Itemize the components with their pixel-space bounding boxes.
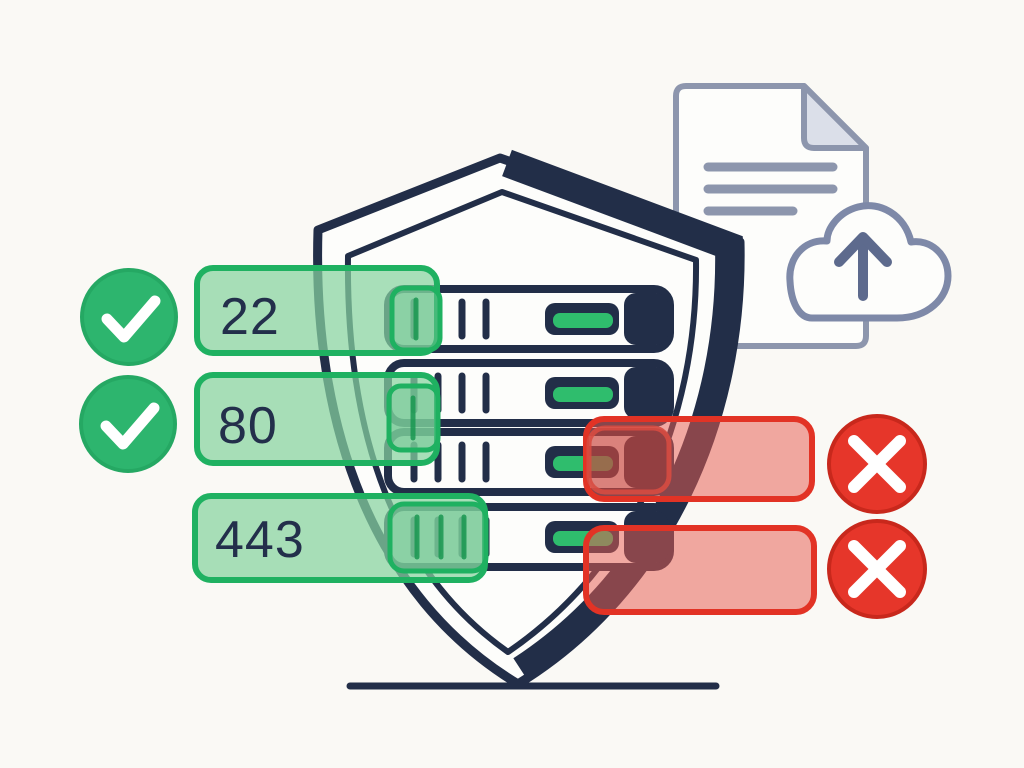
port-label: 22 [220,288,280,346]
x-circle-icon [827,414,927,514]
port-label: 80 [218,397,278,455]
check-glyph [101,295,161,343]
port-badge-22: 22 [194,265,443,356]
server-side-panel [624,293,668,345]
blocked-box [583,416,815,502]
blocked-box [583,525,817,615]
cloud-shape [786,202,952,322]
blocked-connector-tab [586,425,672,495]
x-glyph [848,540,906,598]
blocked-badge [583,525,817,615]
document-fold-corner [801,83,869,151]
connector-pins [414,514,467,560]
server-row [384,359,674,427]
checkmark-circle-icon [79,375,177,473]
port-connector-tab [387,501,489,574]
x-glyph [848,435,906,493]
led-green [553,387,613,402]
upload-arrow [834,232,892,301]
server-side-panel [624,367,668,419]
port-label: 443 [215,511,305,569]
cloud-upload-icon [786,202,952,322]
blocked-badge [583,416,815,502]
x-circle-icon [827,519,927,619]
document-text-lines [703,162,838,216]
check-glyph [100,402,160,450]
port-badge-80: 80 [194,372,441,466]
led-green [553,313,613,328]
checkmark-circle-icon [80,268,178,366]
port-badge-443: 443 [192,493,489,583]
